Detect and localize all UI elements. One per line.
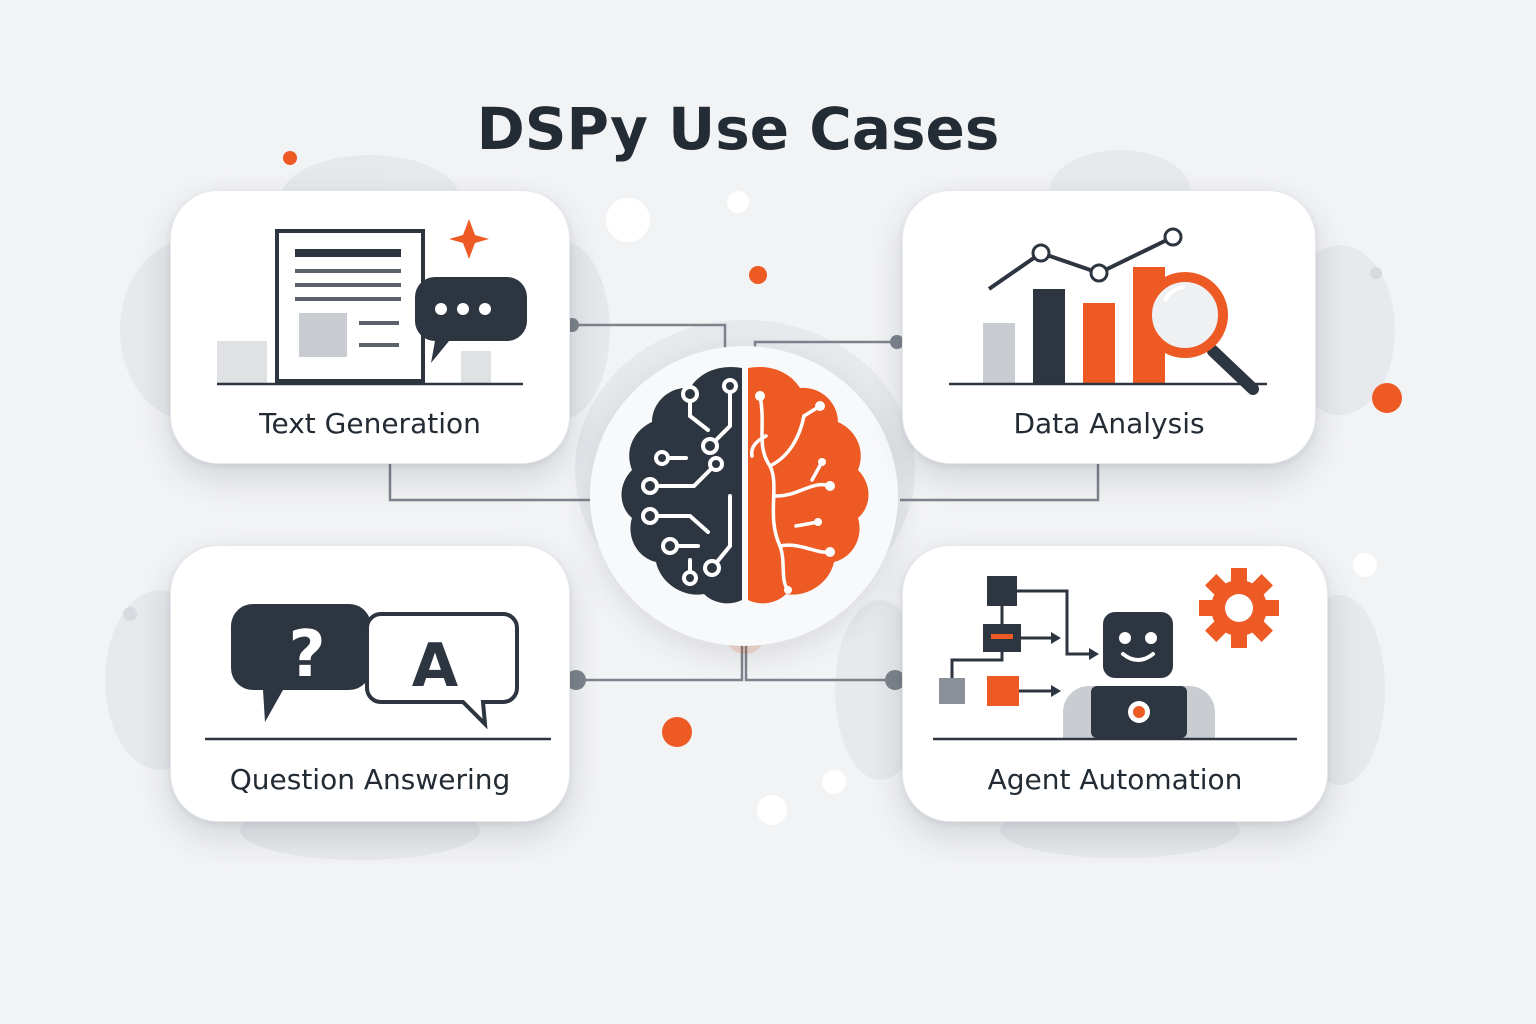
- page-title: DSPy Use Cases: [476, 94, 1000, 163]
- chart-magnifier-icon: [949, 227, 1267, 395]
- robot-workflow-icon: [933, 568, 1297, 741]
- use-case-card-text-generation[interactable]: Text Generation: [170, 190, 570, 464]
- answer-glyph: A: [412, 631, 459, 701]
- central-hub: [590, 346, 898, 646]
- brain-circuit-icon: [621, 366, 869, 604]
- use-case-card-agent-automation[interactable]: Agent Automation: [902, 545, 1328, 822]
- card-label: Agent Automation: [987, 763, 1243, 796]
- card-label: Text Generation: [259, 407, 481, 440]
- card-label: Question Answering: [229, 763, 511, 796]
- document-chat-icon: [217, 219, 527, 386]
- question-mark-glyph: ?: [288, 618, 325, 692]
- use-case-card-question-answering[interactable]: ? A Question Answering: [170, 545, 570, 822]
- use-case-card-data-analysis[interactable]: Data Analysis: [902, 190, 1316, 464]
- card-label: Data Analysis: [1013, 407, 1205, 440]
- question-answer-bubbles-icon: ? A: [205, 604, 551, 741]
